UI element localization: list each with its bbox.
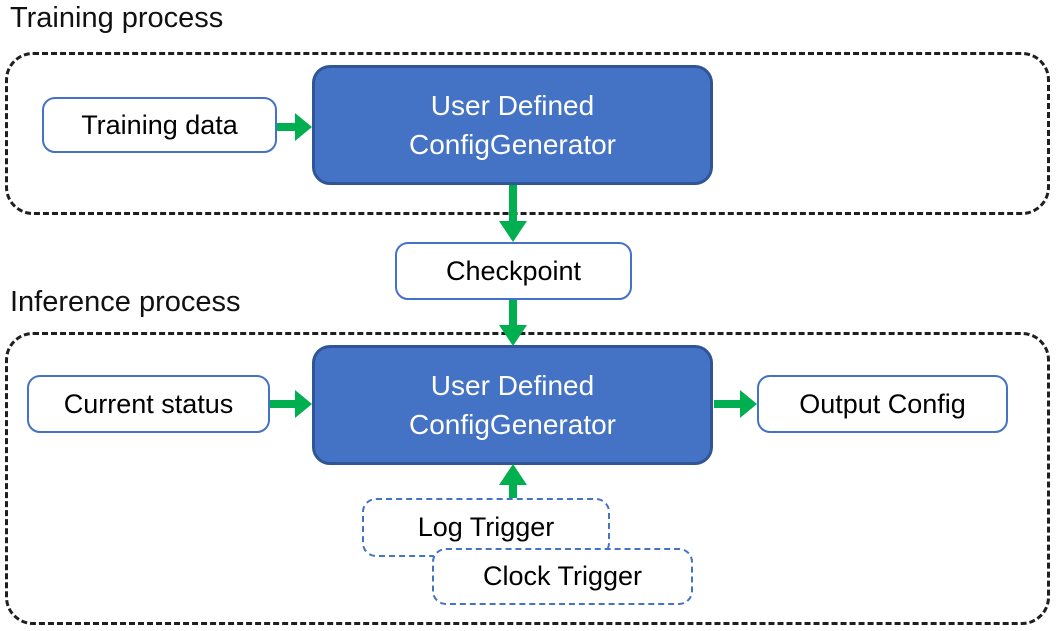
log-trigger-label: Log Trigger: [417, 512, 555, 542]
arrow-triggers-to-generator-icon: [499, 464, 527, 498]
arrow-current-status-to-generator-icon: [270, 390, 312, 418]
training-data-box: Training data: [42, 97, 277, 153]
training-generator-line2: ConfigGenerator: [408, 129, 616, 160]
arrow-training-data-to-generator-icon: [277, 113, 312, 141]
training-process-title: Training process: [10, 2, 224, 34]
training-config-generator-box: User Defined ConfigGenerator: [312, 65, 713, 185]
inference-process-title: Inference process: [10, 286, 241, 318]
arrow-generator-to-checkpoint-icon: [499, 185, 527, 242]
log-trigger-box: Log Trigger: [362, 498, 610, 557]
clock-trigger-box: Clock Trigger: [432, 548, 693, 605]
arrow-checkpoint-to-generator-icon: [499, 300, 527, 346]
inference-process-container: [5, 332, 1050, 625]
arrow-generator-to-output-icon: [714, 390, 757, 418]
current-status-label: Current status: [63, 388, 234, 419]
training-generator-line1: User Defined: [430, 90, 595, 121]
inference-config-generator-box: User Defined ConfigGenerator: [312, 345, 713, 465]
checkpoint-label: Checkpoint: [445, 255, 582, 286]
output-config-box: Output Config: [757, 375, 1008, 433]
output-config-label: Output Config: [799, 388, 966, 419]
training-data-label: Training data: [81, 109, 238, 140]
checkpoint-box: Checkpoint: [395, 242, 632, 300]
training-process-container: [5, 52, 1050, 215]
inference-generator-line1: User Defined: [430, 370, 595, 401]
clock-trigger-label: Clock Trigger: [482, 561, 643, 591]
inference-generator-line2: ConfigGenerator: [408, 409, 616, 440]
current-status-box: Current status: [27, 375, 270, 433]
